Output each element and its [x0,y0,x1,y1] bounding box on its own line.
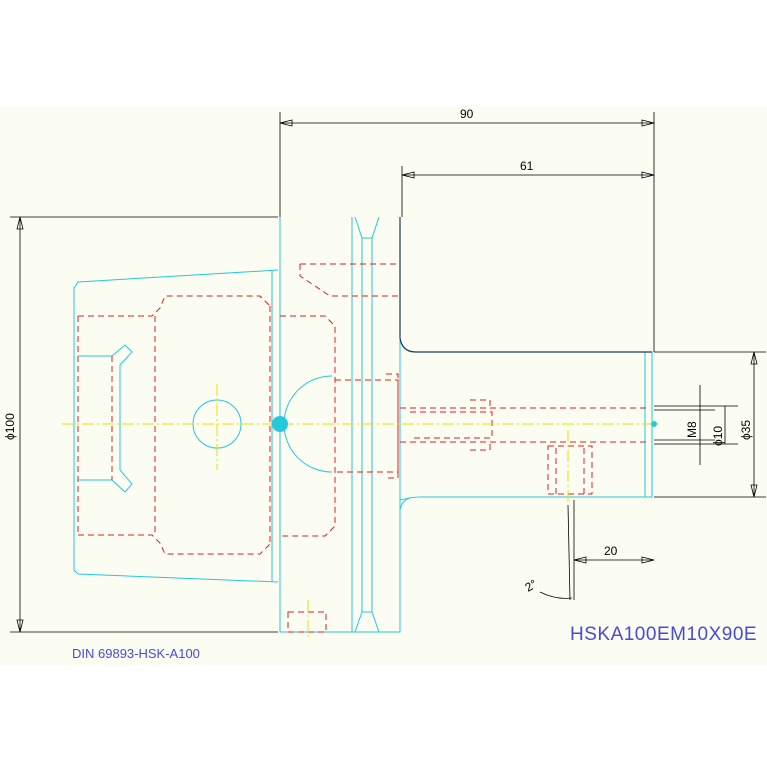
dim-m8: M8 [685,421,699,438]
dim-phi35: ϕ35 [739,420,753,440]
center-lines [62,384,660,640]
end-point-marker [651,421,657,427]
drawing-sheet [0,105,767,665]
dim-61: 61 [520,159,534,173]
dim-angle: 2° [523,577,540,595]
part-code-label: HSKA100EM10X90E [570,624,758,645]
standard-label: DIN 69893-HSK-A100 [72,646,200,661]
shank-profile [399,217,652,353]
dim-phi100: ϕ100 [3,413,17,440]
dim-20: 20 [604,544,618,558]
dim-phi10: ϕ10 [711,426,725,446]
dimension-lines [10,112,766,633]
dim-90: 90 [460,107,474,121]
center-point-marker [272,416,288,432]
hidden-lines [77,263,650,633]
